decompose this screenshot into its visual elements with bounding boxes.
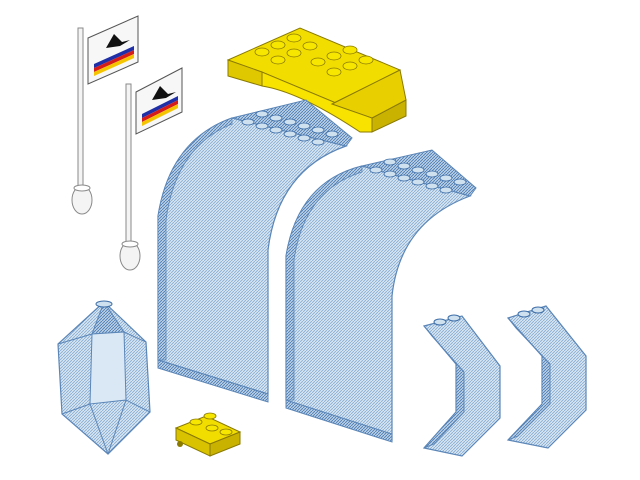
yellow-2x2-plate	[174, 412, 242, 457]
trans-clear-bracket-left	[422, 314, 501, 457]
trans-clear-curved-panel-left	[157, 99, 353, 403]
stud-row	[369, 158, 467, 194]
stud-row	[241, 110, 339, 146]
flag-pole	[125, 83, 132, 245]
flag-emblem	[152, 86, 176, 100]
yellow-arch-slope	[226, 27, 407, 133]
flag-pole	[77, 27, 84, 189]
flag-emblem	[106, 34, 130, 48]
trans-clear-gem	[57, 300, 151, 455]
stud-row	[254, 33, 374, 77]
trans-clear-bracket-right	[506, 305, 587, 449]
trans-clear-curved-panel-right	[285, 149, 477, 443]
flag-left	[71, 15, 139, 215]
flag-right	[119, 67, 183, 271]
